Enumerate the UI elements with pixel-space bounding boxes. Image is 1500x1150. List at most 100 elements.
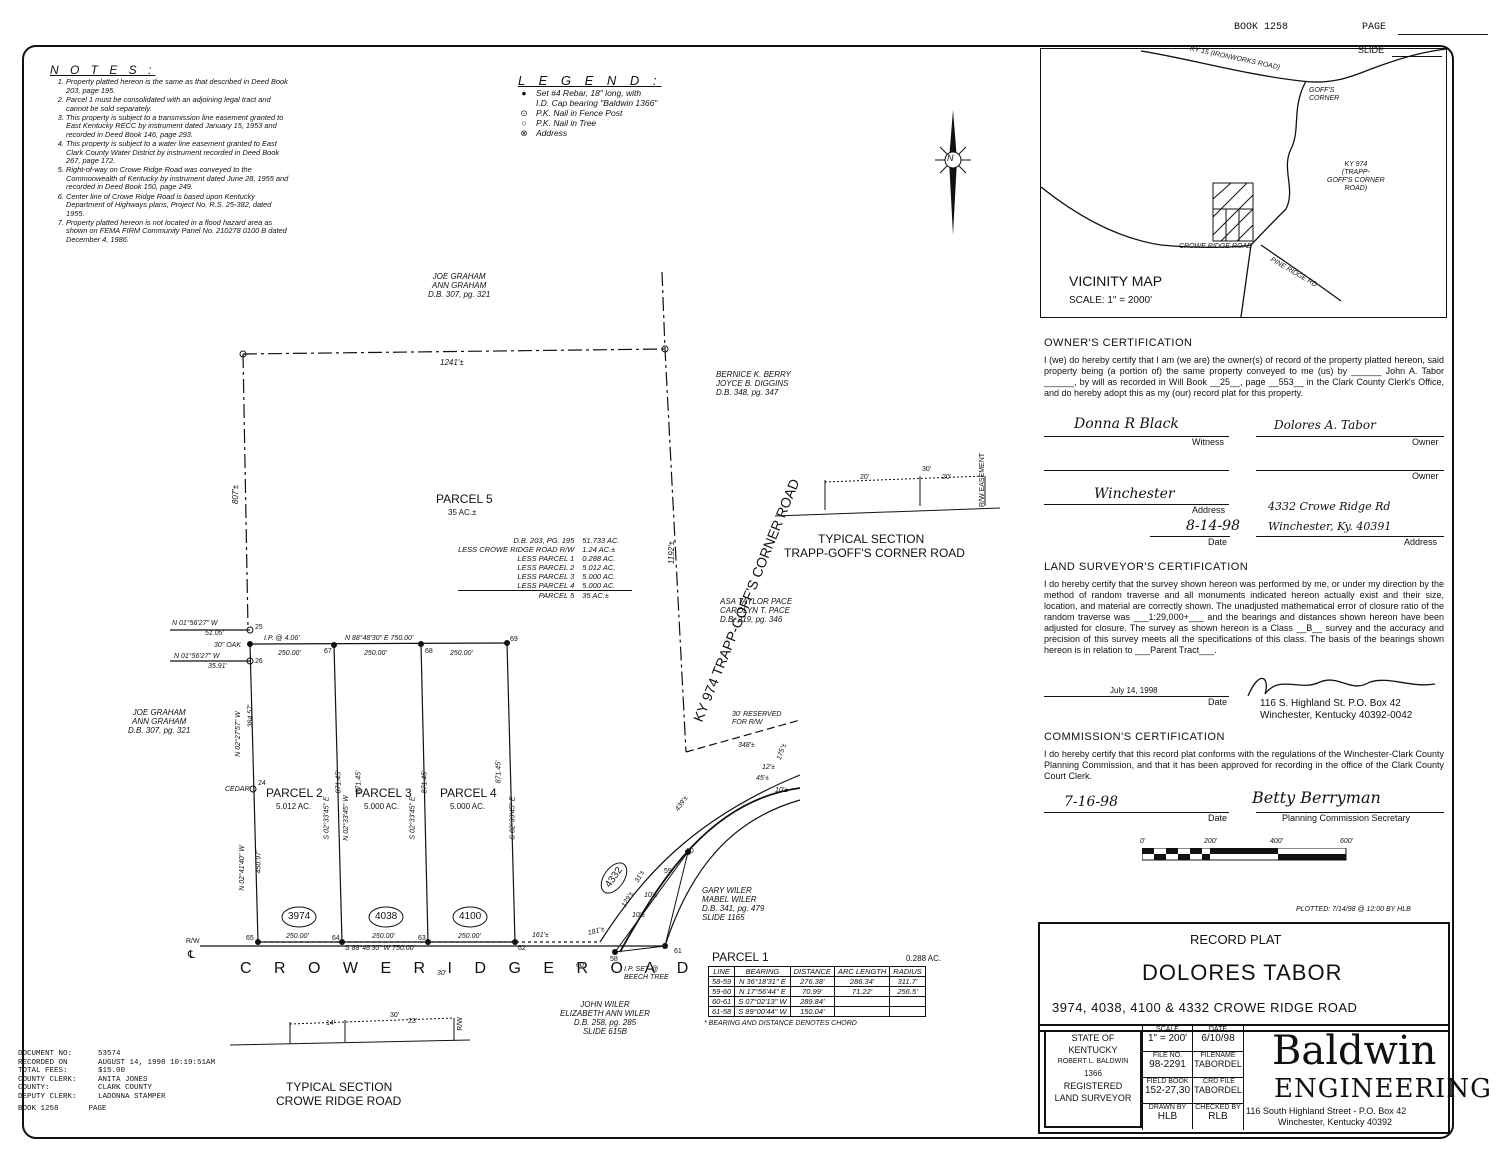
- curve-table-note: * BEARING AND DISTANCE DENOTES CHORD: [704, 1020, 857, 1027]
- owner-address-line2: Winchester, Ky. 40391: [1268, 520, 1392, 533]
- point-number: 26: [255, 658, 263, 665]
- crowe-section-title2: CROWE RIDGE ROAD: [276, 1094, 402, 1108]
- dim-d60: 60': [576, 962, 586, 969]
- legend-item: Set #4 Rebar, 18" long, with: [536, 88, 642, 98]
- commission-secretary-label: Planning Commission Secretary: [1282, 813, 1411, 823]
- company-address-2: Winchester, Kentucky 40392: [1278, 1117, 1393, 1127]
- point-number: 63: [418, 935, 426, 942]
- curve-table-header: DISTANCE: [789, 966, 835, 977]
- dim-d871d: 871.45': [495, 760, 503, 784]
- parcel5-top-line: [242, 348, 666, 355]
- point-number: 61: [674, 948, 682, 955]
- title-block: STATE OF KENTUCKY ROBERT L. BALDWIN 1366…: [1038, 1024, 1491, 1134]
- company-name: Baldwin: [1272, 1028, 1437, 1074]
- dim-w250a: 250.00': [278, 650, 301, 657]
- dim-d871c: 871.45': [421, 770, 429, 794]
- ky974-rw-2: [664, 799, 801, 947]
- plat-frame: [22, 45, 1454, 1139]
- commission-cert-title: COMMISSION'S CERTIFICATION: [1044, 731, 1225, 743]
- curve-table: LINE BEARING DISTANCE ARC LENGTH RADIUS …: [707, 966, 926, 1017]
- owner-label-1: Owner: [1412, 437, 1439, 447]
- parcel-north-line: [249, 642, 508, 645]
- nail-post-icon: ⊙: [520, 108, 528, 118]
- oak-label: 30" OAK: [214, 642, 241, 649]
- surveyor-cert-text: I do hereby certify that the survey show…: [1044, 579, 1444, 655]
- dim-b2d: 35.91': [208, 663, 227, 670]
- scale-tick: 600': [1340, 838, 1354, 845]
- parcel5-south-line: [685, 719, 801, 753]
- dim-bw250a: 250.00': [286, 933, 309, 940]
- legend-item: Address: [536, 128, 568, 138]
- dim-ip: I.P. @ 4.06': [264, 635, 300, 642]
- dim-right-vert: 1192'±: [667, 540, 677, 565]
- survey-point: [331, 642, 337, 648]
- ky974-rw-1: [599, 774, 801, 943]
- crowe-ridge-road-label: C R O W E R I D G E R O A D: [240, 960, 698, 977]
- survey-point: [504, 640, 510, 646]
- dim-w250b: 250.00': [364, 650, 387, 657]
- dim-d10c: 10'±: [775, 787, 788, 794]
- scale-tick: 400': [1270, 838, 1284, 845]
- dim-d871b: 871.45': [355, 770, 363, 794]
- curve-table-header: ARC LENGTH: [833, 966, 891, 977]
- trapp-w20b: 20': [942, 474, 952, 481]
- dim-d450: 450.97': [255, 850, 263, 874]
- parcel5-area: 35 AC.±: [448, 508, 477, 517]
- note-item: This property is subject to a transmissi…: [66, 113, 290, 139]
- record-plat-title: RECORD PLAT: [1190, 932, 1282, 947]
- vicinity-crowe: CROWE RIDGE ROAD: [1179, 243, 1253, 250]
- crowe-rw: R/W: [456, 1017, 464, 1031]
- point-number: 58: [610, 956, 618, 963]
- legend-title: L E G E N D :: [518, 73, 662, 88]
- curve-table-header: LINE: [707, 966, 736, 977]
- vicinity-map: KY 15 (IRONWORKS ROAD) GOFF'S CORNER KY …: [1040, 46, 1447, 318]
- point-number: 64: [332, 935, 340, 942]
- dim-s0233c: S 02°33'45" E: [509, 796, 517, 840]
- owner-label-2: Owner: [1412, 471, 1439, 481]
- company-subname: ENGINEERING: [1274, 1074, 1492, 1104]
- address-4038: 4038: [375, 911, 398, 922]
- record-plat-box: RECORD PLAT DOLORES TABOR 3974, 4038, 41…: [1038, 922, 1450, 1032]
- trapp-section: [774, 475, 1001, 517]
- note-item: Property platted hereon is the same as t…: [66, 78, 290, 95]
- trapp-w30: 30': [922, 466, 932, 473]
- surveyor-seal: STATE OF KENTUCKY ROBERT L. BALDWIN 1366…: [1044, 1030, 1142, 1128]
- dim-d12: 12'±: [762, 764, 775, 771]
- survey-point: [662, 943, 668, 949]
- surveyor-date-value: July 14, 1998: [1110, 686, 1158, 695]
- note-item: Center line of Crowe Ridge Road is based…: [66, 192, 290, 218]
- book-number: BOOK 1258: [1234, 22, 1289, 33]
- owner-certification: OWNER'S CERTIFICATION I (we) do hereby c…: [1044, 338, 1444, 399]
- address-3974: 3974: [288, 911, 311, 922]
- dim-s88: S 88°48'30" W 750.00': [345, 945, 415, 952]
- dim-d10b: 10'±: [632, 912, 645, 919]
- north-label: N: [947, 153, 954, 163]
- parcel-divider-1: [333, 644, 343, 943]
- page-label: PAGE: [1362, 22, 1387, 33]
- nail-tree-icon: ○: [521, 118, 527, 128]
- note-item: Property platted hereon is not located i…: [66, 218, 290, 244]
- north-arrow-icon: [935, 110, 971, 235]
- point-number: 60: [686, 848, 694, 855]
- owner-cert-text: I (we) do hereby certify that I am (we a…: [1044, 355, 1444, 398]
- parcel-divider-2: [420, 643, 429, 943]
- ip-set-label: I.P. SET @ BEECH TREE: [624, 966, 669, 981]
- dim-bw250b: 250.00': [372, 933, 395, 940]
- surveyor-date-label: Date: [1208, 697, 1228, 707]
- curve-table-header: RADIUS: [889, 966, 926, 977]
- surveyor-certification: LAND SURVEYOR'S CERTIFICATION I do hereb…: [1044, 562, 1444, 656]
- scale-tick: 0': [1140, 838, 1146, 845]
- record-plat-address: 3974, 4038, 4100 & 4332 CROWE RIDGE ROAD: [1052, 1000, 1358, 1015]
- trapp-section-title2: TRAPP-GOFF'S CORNER ROAD: [784, 546, 965, 560]
- crowe-section: [229, 1017, 471, 1046]
- dim-d871a: 871.45': [335, 770, 343, 794]
- parcel3-area: 5.000 AC.: [364, 802, 400, 811]
- witness-signature: Donna R Black: [1074, 416, 1179, 432]
- trapp-section-title1: TYPICAL SECTION: [818, 532, 925, 546]
- vicinity-ky974: KY 974 (TRAPP- GOFF'S CORNER ROAD): [1327, 161, 1385, 192]
